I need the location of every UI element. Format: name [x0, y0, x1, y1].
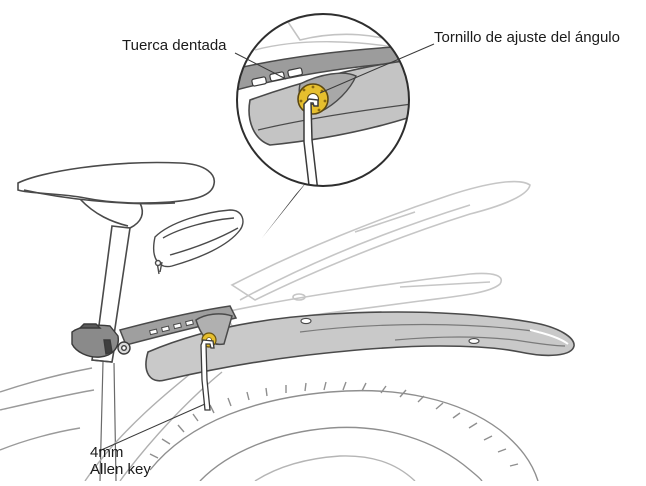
label-allen-key-name: Allen key [90, 461, 151, 478]
magnifier-circle [230, 14, 414, 194]
label-angle-adjust-screw: Tornillo de ajuste del ángulo [434, 29, 620, 46]
magnifier-pointer [262, 178, 310, 238]
label-allen-key-size: 4mm [90, 444, 123, 461]
saddle-bag [154, 210, 243, 274]
label-serrated-nut: Tuerca dentada [122, 37, 227, 54]
saddle [18, 163, 214, 228]
mount-arm [120, 306, 236, 345]
